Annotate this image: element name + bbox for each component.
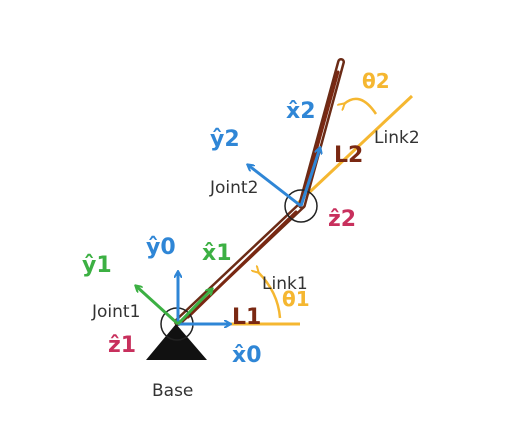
y1-axis-arrow [136,286,180,326]
x2-axis-arrow [299,148,320,207]
y2-annotation: ŷ2 [210,127,240,152]
joint2-circle [284,189,318,223]
joint1-label: Joint1 [91,302,140,322]
link1-label: Link1 [262,274,308,294]
theta2-arc [344,97,378,115]
l2-annotation: L2 [334,143,363,168]
x1-annotation: x̂1 [202,241,232,266]
theta1-arc [258,272,282,319]
x0-annotation: x̂0 [232,343,262,368]
y0-annotation: ŷ0 [146,235,176,260]
link2-label: Link2 [374,128,420,148]
link1-length-line [186,210,298,319]
z2-annotation: ẑ2 [328,207,356,232]
joint2-label: Joint2 [209,178,258,198]
x2-annotation: x̂2 [286,99,316,124]
y1-annotation: ŷ1 [82,253,112,278]
z1-annotation: ẑ1 [108,333,136,358]
link2-length-line [302,70,340,196]
base-label: Base [152,381,193,401]
y2-axis-arrow [248,165,302,208]
theta2-annotation: θ2 [362,69,390,93]
l1-annotation: L1 [232,305,261,330]
x1-axis-arrow [176,289,212,326]
theta2-reference-line [296,94,414,205]
theta1-annotation: θ1 [282,287,310,311]
base-shape [146,324,207,360]
